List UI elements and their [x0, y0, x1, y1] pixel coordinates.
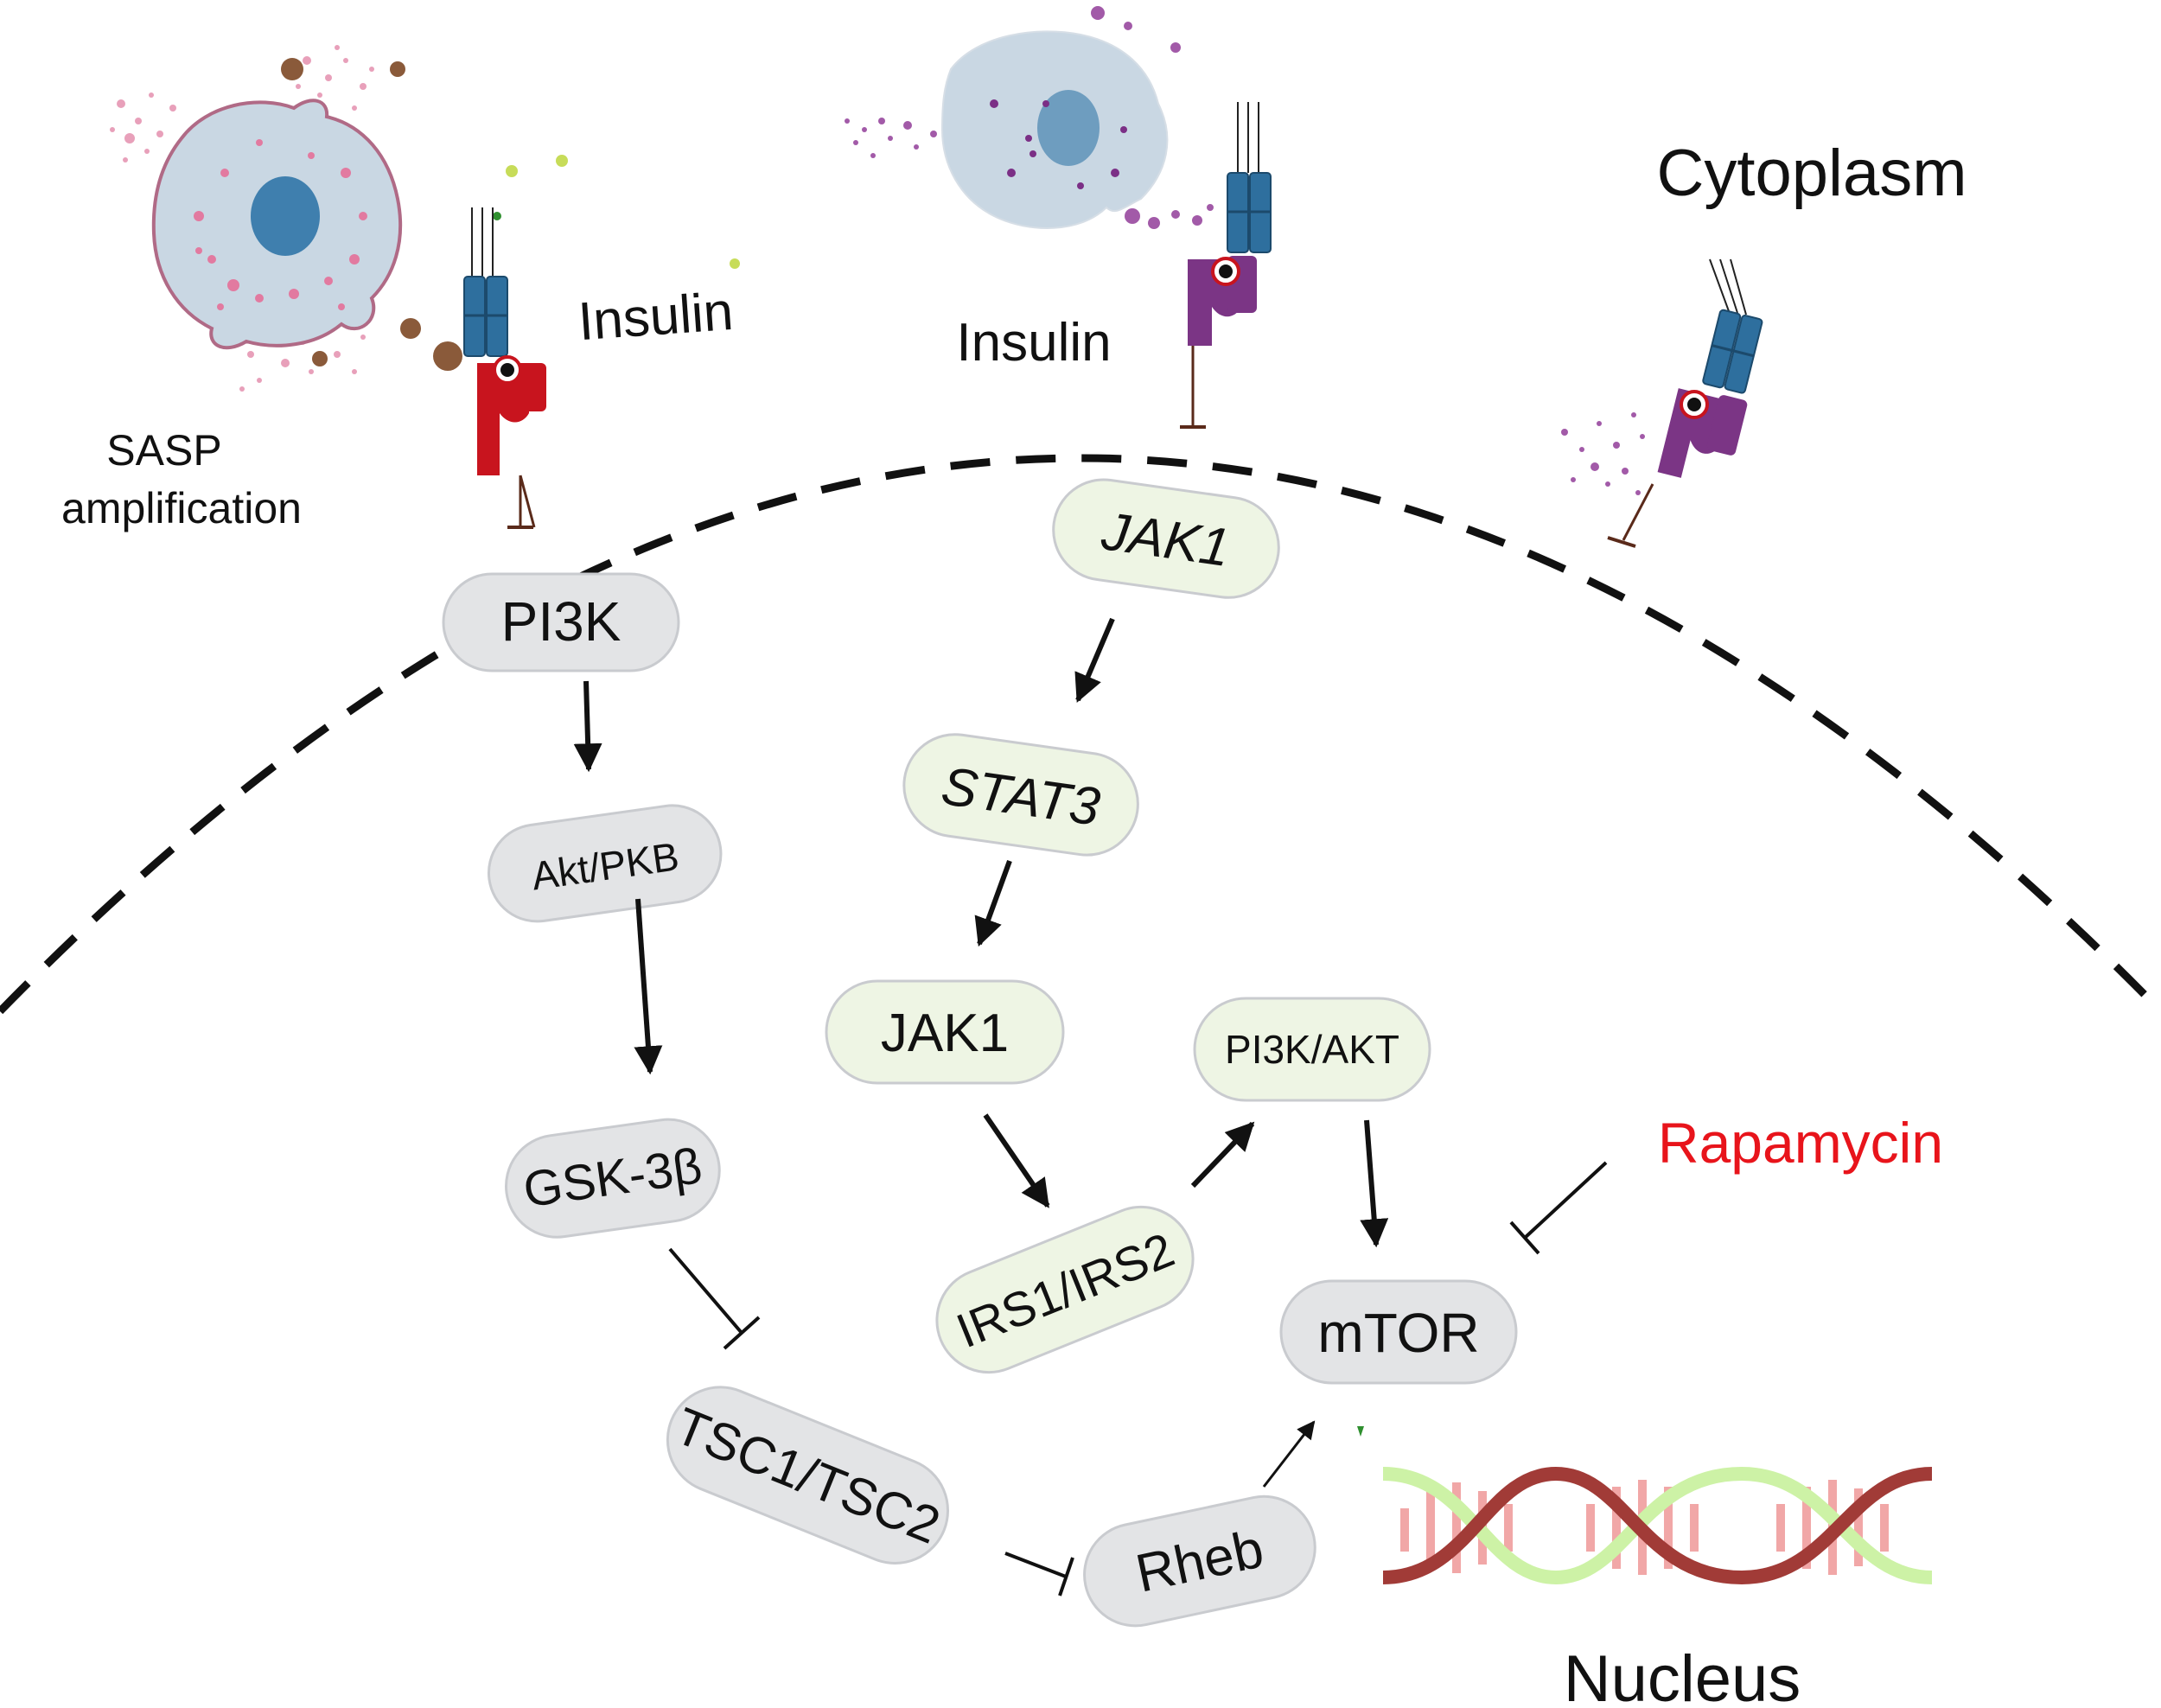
node-mtor: mTOR — [1279, 1279, 1518, 1385]
receptor-icon — [1180, 102, 1272, 429]
node-irs1-irs2: IRS1/IRS2 — [935, 1205, 1195, 1374]
node-rheb: Rheb — [1083, 1494, 1316, 1628]
node-pi3k-label: PI3K — [501, 590, 622, 653]
nucleus-label: Nucleus — [1564, 1642, 1801, 1708]
arrow-jak1-stat3 — [1074, 617, 1115, 704]
insulin-label-left: Insulin — [577, 282, 736, 352]
arrow-rheb-mtor — [1262, 1420, 1316, 1488]
node-pi3k-akt-label: PI3K/AKT — [1225, 1027, 1399, 1072]
arrow-stat3-jak1 — [974, 859, 1012, 947]
cell-membrane — [0, 454, 2161, 1015]
inhibit-rapamycin-mtor — [1509, 1161, 1608, 1255]
arrow-irs-pi3kakt — [1190, 1121, 1255, 1189]
node-jak1-mid-label: JAK1 — [881, 1004, 1009, 1063]
cytoplasm-label: Cytoplasm — [1657, 137, 1967, 210]
node-stat3: STAT3 — [902, 733, 1139, 857]
node-gsk3b: GSK-3β — [505, 1118, 721, 1239]
inhibition-lines — [668, 1161, 1608, 1596]
arrow-jak1-irs — [983, 1113, 1050, 1208]
pathway-arrows — [573, 617, 1389, 1488]
node-pi3k-akt: PI3K/AKT — [1193, 997, 1431, 1102]
arrow-pi3k-akt — [573, 680, 602, 773]
arrow-pi3kakt-mtor — [1360, 1119, 1389, 1248]
droplet-icon — [1357, 1426, 1364, 1437]
receptor-icon — [463, 207, 546, 529]
sasp-label-line1: SASP — [106, 426, 221, 475]
node-jak1-top: JAK1 — [1052, 478, 1280, 599]
rapamycin-label: Rapamycin — [1658, 1111, 1943, 1175]
node-pi3k: PI3K — [442, 572, 680, 672]
node-mtor-label: mTOR — [1317, 1302, 1479, 1364]
node-akt-pkb: Akt/PKB — [487, 804, 723, 923]
inhibit-gsk3b-tsc — [668, 1247, 761, 1350]
arrow-akt-gsk3b — [634, 898, 663, 1075]
receptor-icon — [1607, 258, 1763, 548]
node-jak1-mid: JAK1 — [825, 979, 1065, 1085]
sasp-label-line2: amplification — [61, 484, 302, 532]
dna-helix-icon — [1382, 1466, 1933, 1585]
ligand-particles — [1561, 412, 1645, 495]
senescent-cell-icon — [110, 45, 740, 392]
insulin-label-center: Insulin — [956, 313, 1111, 373]
inhibit-tsc-rheb — [1004, 1552, 1074, 1596]
node-tsc1-tsc2: TSC1/TSC2 — [666, 1386, 950, 1565]
cell-icon — [845, 6, 1214, 229]
